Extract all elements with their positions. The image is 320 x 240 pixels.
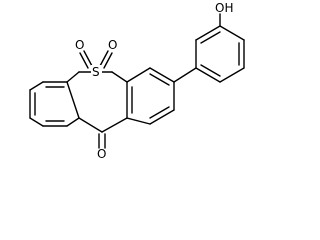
hydroxyphenyl-ring [173, 13, 245, 83]
left-benzene-ring [29, 81, 80, 127]
sulfur-atom-label: S [92, 65, 100, 79]
atom-labels: S O O O OH [75, 1, 233, 161]
hydroxyl-group-label: OH [215, 1, 233, 15]
central-ring [66, 71, 128, 133]
ketone-oxygen-label: O [97, 147, 106, 161]
molecule-structure: S O O O OH [29, 1, 245, 161]
sulfone-group [78, 50, 113, 73]
sulfone-oxygen-left-label: O [75, 38, 84, 52]
sulfone-oxygen-right-label: O [108, 38, 117, 52]
ketone-group [98, 133, 106, 149]
right-fused-ring [126, 67, 175, 125]
